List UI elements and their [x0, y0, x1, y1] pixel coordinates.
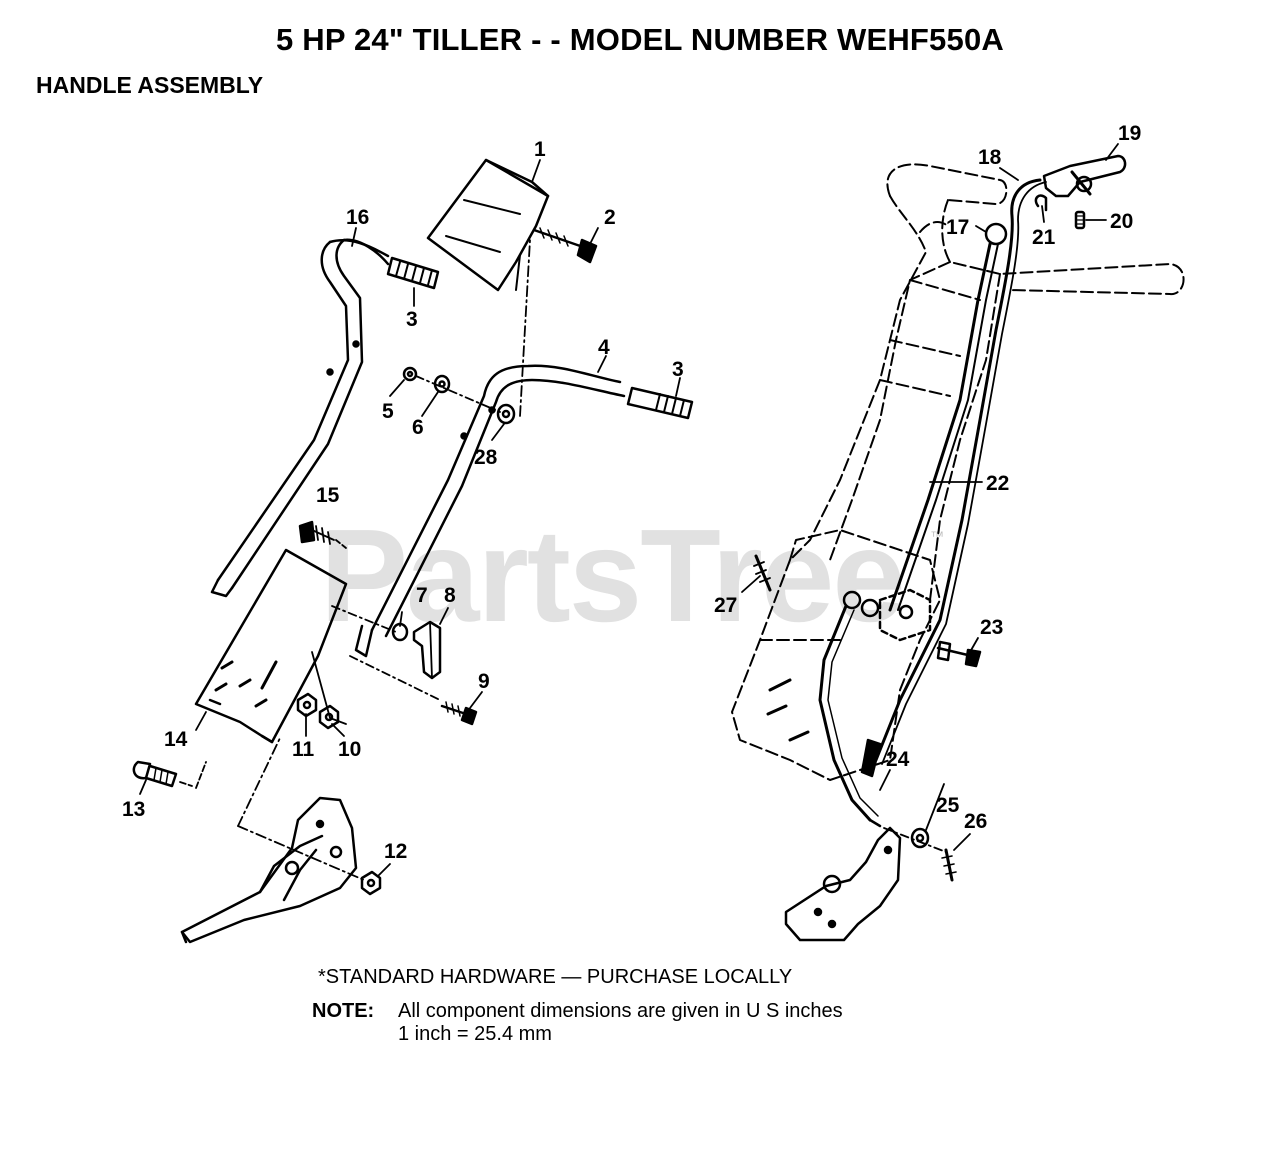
- callout-25: 25: [936, 794, 960, 817]
- callout-27: 27: [714, 594, 737, 617]
- part-spring-27: [753, 554, 772, 592]
- part-rod-24: [818, 604, 882, 828]
- part-bolt-2: [532, 227, 598, 264]
- callout-24: 24: [886, 748, 910, 771]
- callout-15: 15: [316, 484, 340, 507]
- callout-6: 6: [412, 416, 424, 439]
- callout-22: 22: [986, 472, 1009, 495]
- callout-20: 20: [1110, 210, 1133, 233]
- part-pivot-assembly: [842, 588, 932, 642]
- callout-10: 10: [338, 738, 361, 761]
- part-shift-bracket: [784, 826, 902, 942]
- assembly-line-f: [237, 825, 365, 881]
- callout-5: 5: [382, 400, 394, 423]
- part-nut-11: [296, 692, 318, 718]
- part-bolt-23: [936, 640, 982, 668]
- section-subtitle: HANDLE ASSEMBLY: [36, 72, 264, 98]
- part-bolt-13: [132, 760, 207, 789]
- leader-lines-left: [139, 159, 681, 877]
- callout-23: 23: [980, 616, 1003, 639]
- assembled-handle-outline: [731, 163, 1185, 781]
- leader-10-11: [311, 651, 347, 725]
- callout-7: 7: [416, 584, 428, 607]
- callout-8: 8: [444, 584, 456, 607]
- part-grip-3a: [386, 256, 440, 290]
- part-nut-5: [402, 366, 418, 382]
- callout-21: 21: [1032, 226, 1056, 249]
- callout-12: 12: [384, 840, 407, 863]
- callout-1: 1: [534, 138, 546, 161]
- part-console-panel: [426, 158, 550, 292]
- part-washer-28: [496, 403, 516, 425]
- part-washer-6: [433, 374, 451, 394]
- part-knob-8: [412, 620, 442, 680]
- callout-14: 14: [164, 728, 188, 751]
- part-clip-21: [1034, 194, 1048, 212]
- part-pin-26: [941, 848, 957, 882]
- part-grip-3b: [626, 386, 694, 420]
- callout-18: 18: [978, 146, 1002, 169]
- callout-11: 11: [292, 738, 315, 761]
- note-text: All component dimensions are given in U …: [398, 1000, 843, 1022]
- part-bracket-14: [194, 548, 348, 744]
- unit-conversion: 1 inch = 25.4 mm: [398, 1023, 552, 1045]
- assembly-line-d: [349, 655, 441, 701]
- page-title: 5 HP 24" TILLER - - MODEL NUMBER WEHF550…: [276, 22, 1004, 57]
- part-frame-bracket: [180, 796, 358, 944]
- part-nut-12: [360, 870, 382, 896]
- callout-19: 19: [1118, 122, 1141, 145]
- part-handle-right-4: [354, 364, 626, 658]
- leader-lines-right: [741, 143, 1119, 851]
- watermark-trademark: ™: [930, 528, 944, 544]
- callout-13: 13: [122, 798, 145, 821]
- callout-28: 28: [474, 446, 498, 469]
- part-handle-left-16: [210, 238, 390, 598]
- callout-3-left: 3: [406, 308, 418, 331]
- callout-16: 16: [346, 206, 369, 229]
- part-bolt-9: [440, 701, 478, 726]
- assembly-line-e: [237, 737, 281, 827]
- callout-4: 4: [598, 336, 610, 359]
- assembly-line-b: [519, 239, 531, 417]
- callout-17: 17: [946, 216, 969, 239]
- assembly-line-g: [883, 827, 947, 853]
- part-knob-17: [888, 222, 1008, 612]
- part-cable-18: [860, 178, 1047, 778]
- part-control-19: [1042, 154, 1127, 198]
- callout-3-right: 3: [672, 358, 684, 381]
- standard-hardware-note: *STANDARD HARDWARE — PURCHASE LOCALLY: [318, 966, 793, 988]
- callout-9: 9: [478, 670, 490, 693]
- part-bolt-15: [298, 520, 347, 549]
- assembly-line-c: [331, 605, 397, 633]
- note-label: NOTE:: [312, 1000, 375, 1022]
- assembly-line-a: [415, 375, 501, 413]
- callout-2: 2: [604, 206, 616, 229]
- part-spring-20: [1074, 210, 1086, 230]
- callout-26: 26: [964, 810, 987, 833]
